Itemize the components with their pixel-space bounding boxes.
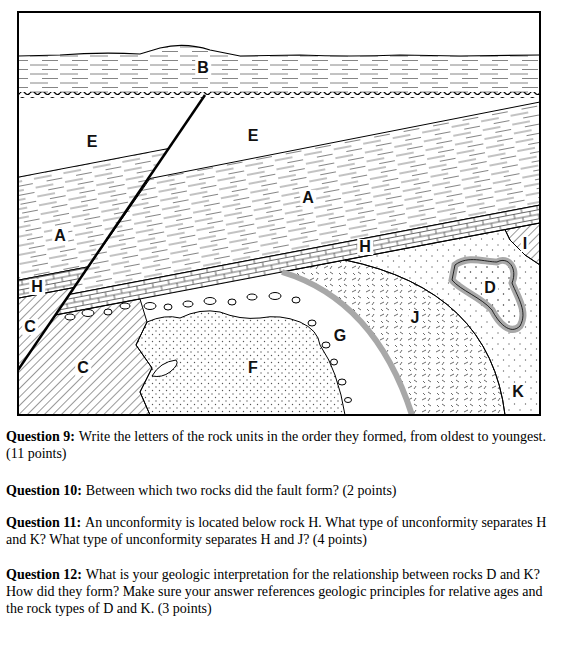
question-number: Question 10: (6, 483, 82, 498)
question-text: What is your geologic interpretation for… (6, 567, 542, 616)
unit-letter: F (246, 360, 260, 376)
question-number: Question 11: (6, 515, 81, 530)
unit-i (505, 223, 540, 265)
unit-letter: C (75, 360, 91, 376)
unit-letter: A (300, 190, 316, 206)
unit-letter: G (332, 328, 348, 344)
unit-letter: K (510, 384, 526, 400)
unit-k (345, 230, 540, 415)
unit-letter: D (482, 280, 498, 296)
unit-letter: E (85, 134, 100, 150)
question-number: Question 9: (6, 429, 75, 444)
unit-letter: I (521, 236, 529, 252)
unconformity-line (18, 92, 540, 98)
question-text: An unconformity is located below rock H.… (6, 515, 546, 547)
unit-d (452, 260, 523, 330)
question-number: Question 12: (6, 567, 82, 582)
unit-d-outline (452, 260, 523, 330)
question: Question 9:Write the letters of the rock… (6, 428, 556, 462)
fault-line (18, 95, 205, 370)
pebbles (65, 293, 352, 403)
question: Question 10: Between which two rocks did … (6, 482, 556, 499)
unit-letter: J (409, 310, 422, 326)
unit-letter: B (195, 60, 211, 76)
question: Question 11:An unconformity is located b… (6, 514, 556, 548)
unit-letter: H (357, 239, 373, 255)
unit-letter: C (22, 319, 38, 335)
contact-zone (282, 272, 412, 415)
unit-f (136, 311, 345, 415)
layer-b (18, 45, 540, 95)
frame (18, 12, 540, 415)
question: Question 12:What is your geologic interp… (6, 566, 556, 617)
question-text: Between which two rocks did the fault fo… (86, 483, 397, 498)
unit-letter: A (52, 228, 68, 244)
question-text: Write the letters of the rock units in t… (6, 429, 546, 461)
ground-surface (18, 45, 540, 56)
unit-letter: H (29, 279, 45, 295)
unit-c (18, 299, 152, 415)
xenolith (152, 360, 177, 377)
unit-letter: E (246, 128, 261, 144)
